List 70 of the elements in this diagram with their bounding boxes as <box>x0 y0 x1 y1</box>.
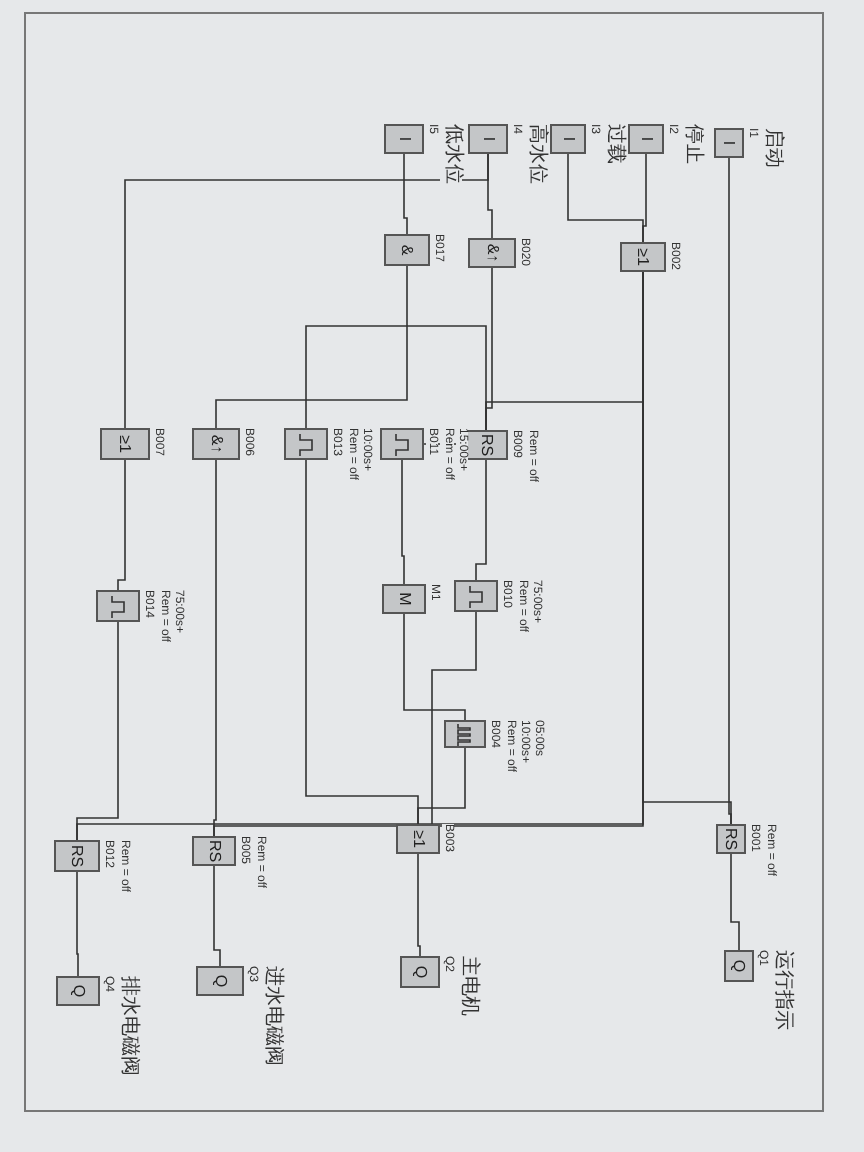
connector-line <box>124 153 489 429</box>
function-block <box>196 966 244 996</box>
block-label: 运行指示 <box>770 950 792 1030</box>
connector-line <box>431 611 477 825</box>
connector-line <box>403 153 408 235</box>
connector-line <box>305 459 419 825</box>
connector-line <box>401 459 405 585</box>
block-symbol: RS <box>206 839 222 863</box>
block-label: 过载 <box>602 124 624 164</box>
connector-line <box>305 325 487 431</box>
function-block <box>620 242 666 272</box>
function-block <box>284 428 328 460</box>
block-symbol: I <box>638 136 654 142</box>
block-symbol: M <box>396 592 412 606</box>
function-block <box>382 584 426 614</box>
block-label: 停止 <box>680 124 702 164</box>
block-symbol: RS <box>723 827 739 851</box>
block-symbol: & <box>399 244 415 256</box>
block-label: 排水电磁阀 <box>116 976 138 1076</box>
function-block <box>468 124 508 154</box>
block-symbol: I <box>480 136 496 142</box>
connector-line <box>76 871 79 977</box>
function-block <box>384 124 424 154</box>
block-symbol: Q <box>212 974 228 988</box>
block-symbol: Q <box>412 965 428 979</box>
function-block <box>628 124 664 154</box>
connector-line <box>475 459 487 581</box>
function-block <box>56 976 100 1006</box>
connector-line <box>403 613 466 721</box>
block-symbol: RS <box>69 844 85 868</box>
block-symbol: &↑ <box>484 243 500 263</box>
block-symbol: Q <box>731 959 747 973</box>
block-label: 进水电磁阀 <box>260 966 282 1066</box>
block-symbol: ≥1 <box>410 830 426 848</box>
connector-line <box>213 459 217 837</box>
function-block <box>384 234 430 266</box>
function-block <box>192 428 240 460</box>
block-label: 高水位 <box>524 124 546 184</box>
function-block <box>714 128 744 158</box>
function-block <box>380 428 424 460</box>
function-block <box>396 824 440 854</box>
connector-line <box>417 853 421 957</box>
connector-line <box>567 153 644 243</box>
function-block <box>100 428 150 460</box>
function-block <box>468 238 516 268</box>
block-symbol: RS <box>478 433 494 457</box>
function-block <box>192 836 236 866</box>
connector-line <box>215 265 408 429</box>
function-block <box>454 580 498 612</box>
block-symbol: I <box>396 136 412 142</box>
function-block <box>400 956 440 988</box>
block-label: 启动 <box>760 128 782 168</box>
connector-line <box>213 865 221 967</box>
block-symbol: ≥1 <box>117 435 133 453</box>
block-label: 主电机 <box>456 956 478 1016</box>
function-block <box>724 950 754 982</box>
block-symbol: I <box>560 136 576 142</box>
function-block <box>96 590 140 622</box>
block-symbol: Q <box>70 984 86 998</box>
block-label: 低水位 <box>440 124 462 184</box>
block-symbol: ≥1 <box>635 248 651 266</box>
function-block <box>550 124 586 154</box>
block-symbol: &↑ <box>208 434 224 454</box>
function-block <box>444 720 486 748</box>
function-block <box>716 824 746 854</box>
connector-line <box>730 853 740 951</box>
connector-line <box>76 621 119 841</box>
block-symbol: I <box>721 140 737 146</box>
function-block <box>54 840 100 872</box>
connector-line <box>117 459 126 591</box>
